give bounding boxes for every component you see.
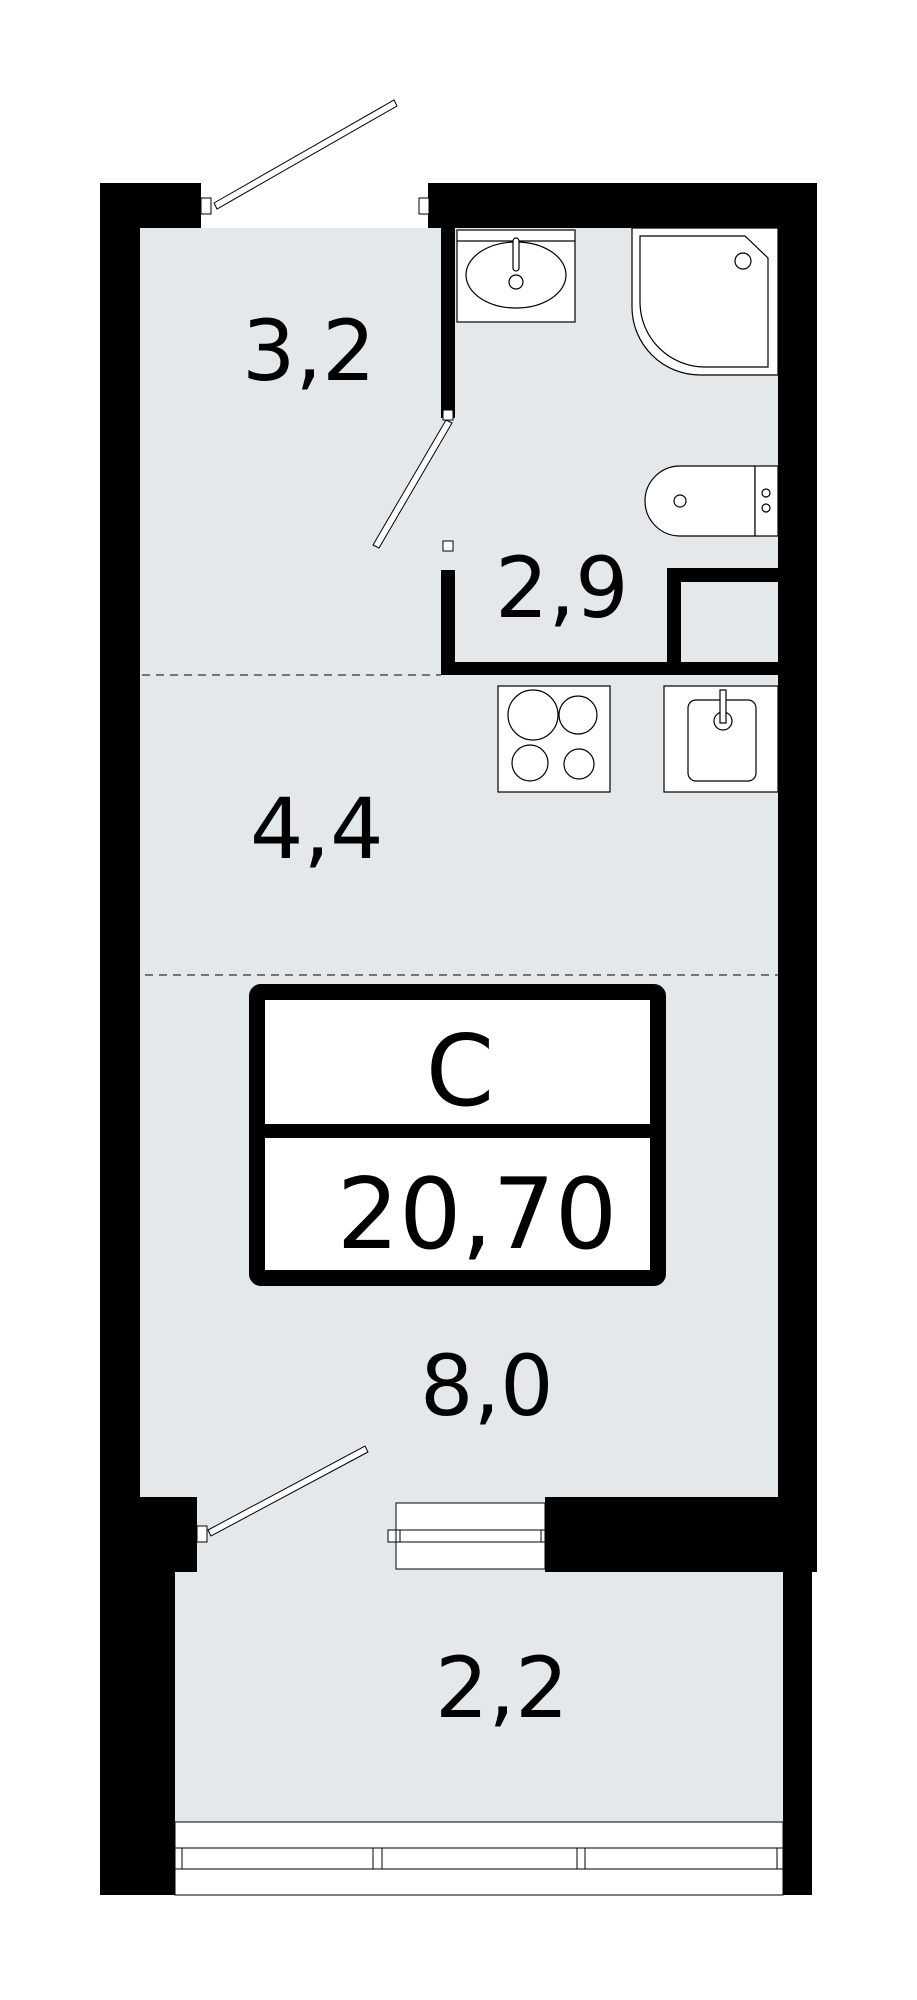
corner-shower-icon — [631, 227, 779, 376]
apartment-total-area: 20,70 — [337, 1158, 618, 1272]
wall-right — [778, 183, 817, 1572]
apartment-type: С — [426, 1015, 494, 1129]
wall-closet-top — [667, 568, 778, 582]
entrance-door[interactable] — [200, 99, 430, 215]
wall-balcony-left — [100, 1572, 175, 1895]
room-area-kitchen: 4,4 — [250, 780, 384, 878]
floor-balcony — [175, 1572, 783, 1822]
kitchen-sink-icon — [663, 685, 779, 793]
wall-lower-right — [545, 1497, 817, 1572]
walls — [100, 183, 817, 1895]
wall-lower-left — [100, 1497, 197, 1572]
wall-bath-lower — [441, 570, 455, 675]
balcony-door[interactable] — [196, 1445, 369, 1543]
wall-left — [100, 183, 140, 1572]
apartment-badge — [249, 984, 666, 1286]
wall-balcony-right — [783, 1572, 812, 1895]
room-area-living: 8,0 — [420, 1337, 554, 1435]
room-area-hallway: 3,2 — [242, 302, 376, 400]
toilet-icon — [644, 465, 779, 537]
bathroom-door[interactable] — [372, 409, 454, 552]
wall-top-right — [428, 183, 817, 228]
cooktop-icon — [497, 685, 611, 793]
window-living — [387, 1502, 546, 1570]
washbasin-icon — [456, 229, 576, 323]
floor-main — [140, 228, 778, 1497]
window-balcony — [174, 1821, 784, 1896]
wall-bath-bottom — [441, 662, 778, 675]
wall-bath-upper — [441, 228, 455, 418]
room-area-bathroom: 2,9 — [495, 539, 629, 637]
wall-closet-left — [667, 568, 681, 675]
room-area-balcony: 2,2 — [435, 1639, 569, 1737]
